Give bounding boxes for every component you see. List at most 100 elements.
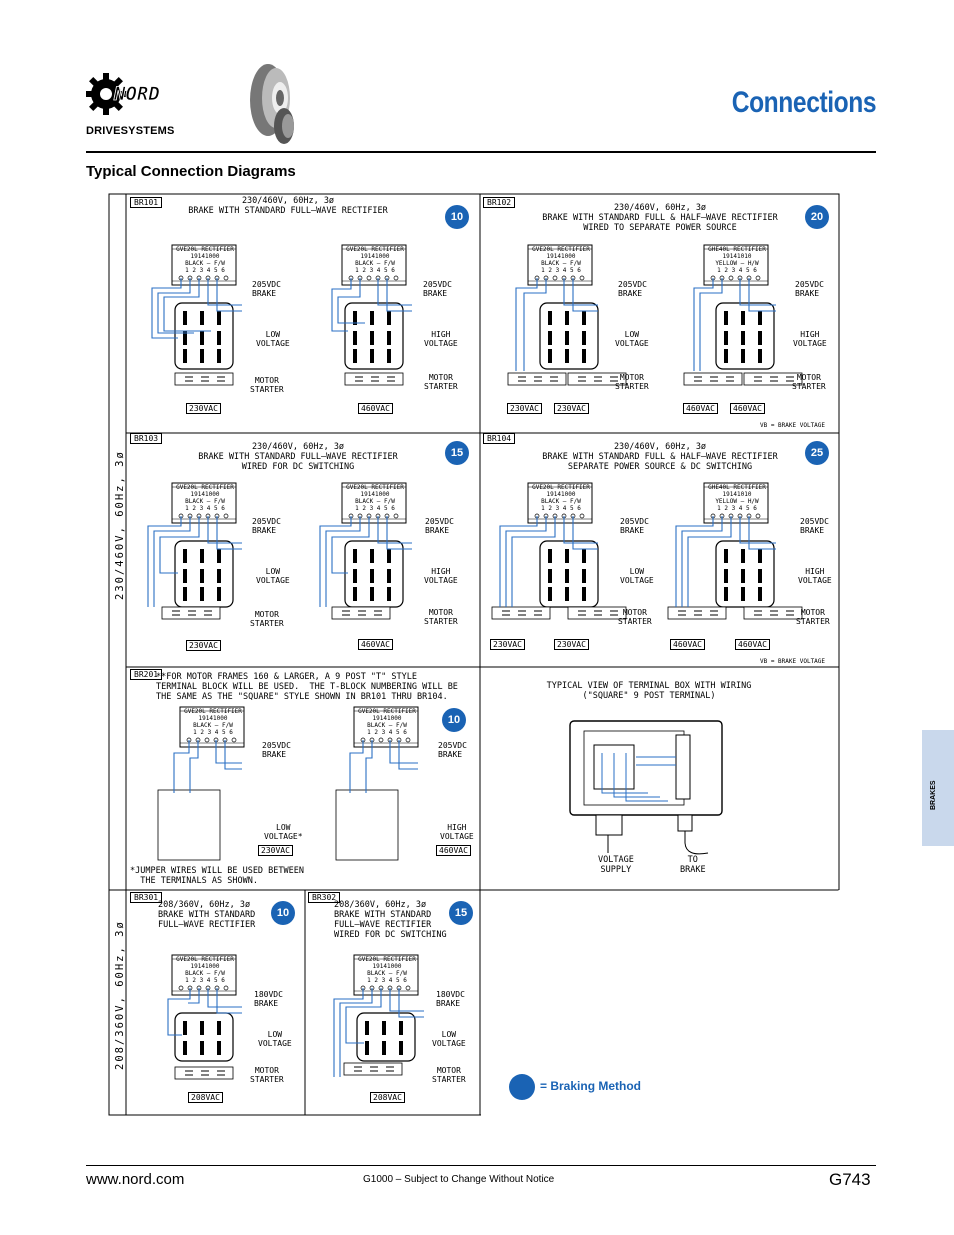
panel-label-br104: BR104: [483, 433, 516, 444]
panel-header-br102: 230/460V, 60Hz, 3ø BRAKE WITH STANDARD F…: [542, 203, 778, 233]
supply-voltage-box: 230VAC: [186, 640, 221, 651]
braking-method-badge: 15: [445, 441, 469, 465]
braking-method-badge: 10: [271, 901, 295, 925]
panel-label-br103: BR103: [130, 433, 163, 444]
supply-voltage-box: 460VAC: [730, 403, 765, 414]
panel-header-br301: 208/360V, 60Hz, 3ø BRAKE WITH STANDARD F…: [158, 900, 256, 930]
panel-label-br201: BR201: [130, 669, 163, 680]
side-label-208-360: 208/360V, 60Hz, 3ø: [114, 920, 126, 1070]
voltage-supply-caption: VOLTAGE SUPPLY: [598, 855, 634, 875]
diagram-br104: [491, 482, 803, 620]
supply-voltage-box: 460VAC: [358, 639, 393, 650]
section-tab-label: BRAKES: [930, 780, 937, 810]
nord-gear-icon: NORD: [85, 73, 160, 115]
brand-logo: NORD DRIVESYSTEMS: [85, 72, 175, 137]
panel-label-br102: BR102: [483, 197, 516, 208]
supply-voltage-box: 230VAC: [258, 845, 293, 856]
diagram-br101: [151, 244, 412, 386]
vb-note: VB = BRAKE VOLTAGE: [760, 422, 826, 429]
supply-voltage-box: 460VAC: [683, 403, 718, 414]
supply-voltage-box: 460VAC: [436, 845, 471, 856]
br201-footnote: *JUMPER WIRES WILL BE USED BETWEEN THE T…: [130, 866, 304, 886]
panel-header-br104: 230/460V, 60Hz, 3ø BRAKE WITH STANDARD F…: [542, 442, 778, 472]
supply-voltage-box: 230VAC: [507, 403, 542, 414]
terminal-box-illustration: [569, 720, 723, 855]
vb-note: VB = BRAKE VOLTAGE: [760, 658, 826, 665]
side-label-230-460: 230/460V, 60Hz, 3ø: [114, 450, 126, 600]
panel-label-br101: BR101: [130, 197, 163, 208]
footer-url[interactable]: www.nord.com: [86, 1171, 185, 1188]
panel-label-br301: BR301: [130, 892, 163, 903]
footer-note: G1000 – Subject to Change Without Notice: [363, 1174, 555, 1185]
panel-header-br103: 230/460V, 60Hz, 3ø BRAKE WITH STANDARD F…: [198, 442, 398, 472]
section-title: Typical Connection Diagrams: [86, 163, 296, 180]
diagram-br201: [157, 706, 419, 861]
supply-voltage-box: 460VAC: [358, 403, 393, 414]
footer-divider: [86, 1165, 876, 1166]
supply-voltage-box: 460VAC: [735, 639, 770, 650]
panel-label-br302: BR302: [308, 892, 341, 903]
braking-method-badge: 20: [805, 205, 829, 229]
connection-diagrams-figure: [108, 193, 841, 1117]
supply-voltage-box: 208VAC: [188, 1092, 223, 1103]
page-number: G743: [829, 1170, 871, 1189]
section-tab[interactable]: BRAKES: [922, 730, 954, 846]
supply-voltage-box: 230VAC: [554, 639, 589, 650]
supply-voltage-box: 230VAC: [490, 639, 525, 650]
braking-method-badge: 10: [445, 205, 469, 229]
header-divider: [86, 151, 876, 153]
supply-voltage-box: 208VAC: [370, 1092, 405, 1103]
panel-header-br101: 230/460V, 60Hz, 3ø BRAKE WITH STANDARD F…: [188, 196, 388, 216]
page-title: Connections: [731, 86, 877, 119]
braking-method-legend: = Braking Method: [540, 1079, 642, 1093]
supply-voltage-box: 460VAC: [670, 639, 705, 650]
panel-header-br201: **FOR MOTOR FRAMES 160 & LARGER, A 9 POS…: [156, 672, 458, 702]
panel-header-br302: 208/360V, 60Hz, 3ø BRAKE WITH STANDARD F…: [334, 900, 447, 940]
braking-method-badge: 15: [449, 901, 473, 925]
supply-voltage-box: 230VAC: [186, 403, 221, 414]
supply-voltage-box: 230VAC: [554, 403, 589, 414]
brake-product-image: [232, 60, 308, 146]
braking-method-legend-icon: [509, 1074, 535, 1100]
brand-name: DRIVESYSTEMS: [86, 125, 175, 137]
diagram-br103: [147, 482, 412, 620]
panel-header-terminal-box: TYPICAL VIEW OF TERMINAL BOX WITH WIRING…: [546, 681, 752, 701]
